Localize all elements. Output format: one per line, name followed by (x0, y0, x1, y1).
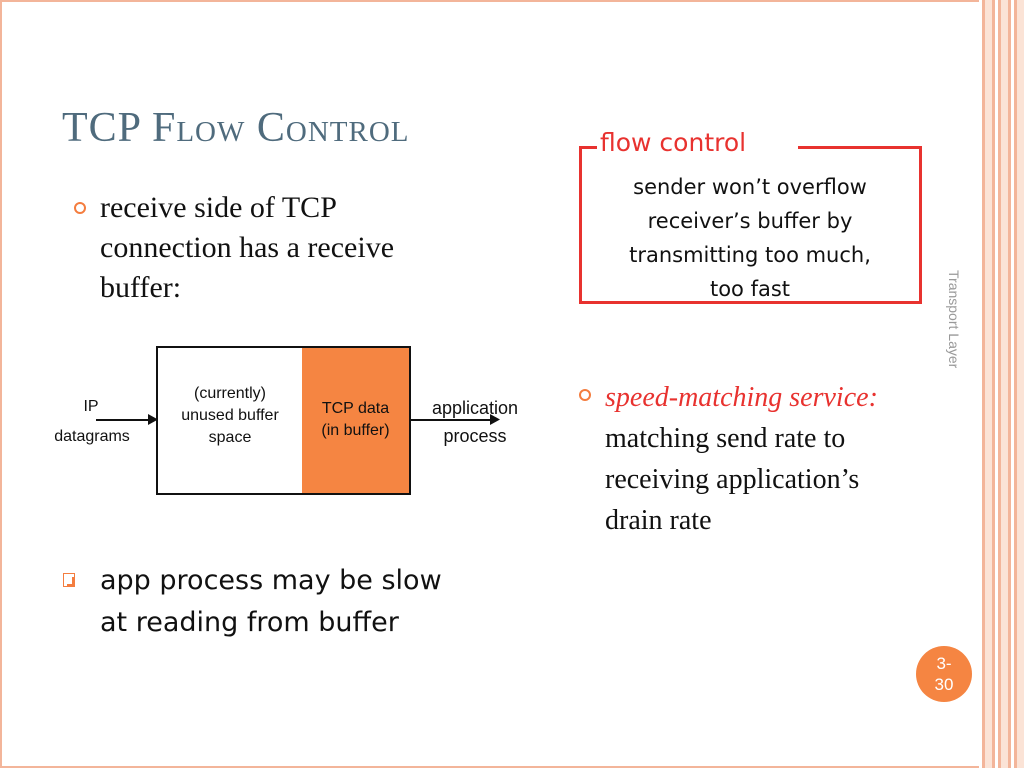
circle-bullet-icon (74, 202, 86, 214)
bullet-receive-side: receive side of TCP connection has a rec… (100, 191, 395, 304)
page-number-line: 3- (936, 654, 952, 673)
flow-control-line: receiver’s buffer by (647, 209, 853, 233)
application-process-label: application process (412, 394, 538, 450)
tcp-line: TCP data (321, 400, 390, 417)
datagrams-label: datagrams (54, 428, 130, 445)
box-border-segment (579, 146, 597, 149)
bullet-speed-matching: speed-matching service: matching send ra… (605, 377, 975, 541)
flow-control-line: sender won’t overflow (633, 175, 867, 199)
slide-title: TCP Flow Control (62, 105, 410, 151)
ip-label: IP (83, 398, 99, 415)
circle-bullet-icon (579, 389, 591, 401)
page-number-badge: 3- 30 (916, 646, 972, 702)
flow-control-box (579, 146, 922, 304)
checkbox-bullet-icon (63, 573, 75, 587)
outgoing-arrow (411, 419, 495, 421)
arrow-head-icon (490, 414, 500, 425)
speed-matching-line: receiving application’s (605, 464, 860, 495)
app-line: application (431, 398, 519, 418)
speed-matching-line: matching send rate to (605, 423, 846, 454)
unused-buffer-space: (currently) unused buffer space (158, 348, 302, 493)
bullet-app-process: app process may be slow at reading from … (100, 565, 442, 638)
arrow-head-icon (148, 414, 158, 425)
unused-line: space (208, 429, 252, 446)
flow-control-line: too fast (709, 277, 791, 301)
receive-buffer: (currently) unused buffer space TCP data… (156, 346, 411, 495)
unused-line: unused buffer (181, 407, 279, 424)
speed-matching-emphasis: speed-matching service: (605, 382, 878, 413)
slide-border (0, 0, 979, 768)
speed-matching-line: drain rate (605, 505, 712, 536)
decorative-stripes (979, 0, 1024, 768)
flow-control-title: flow control (598, 128, 749, 157)
tcp-line: (in buffer) (321, 422, 390, 439)
transport-layer-label: Transport Layer (946, 270, 962, 369)
unused-label: (currently) unused buffer space (158, 383, 302, 449)
tcp-data-label: TCP data (in buffer) (302, 398, 409, 442)
app-line: process (443, 426, 507, 446)
page-number-line: 30 (934, 675, 954, 694)
unused-line: (currently) (193, 385, 266, 402)
tcp-data-region: TCP data (in buffer) (302, 348, 409, 493)
box-border-segment (798, 146, 922, 149)
incoming-arrow (96, 419, 154, 421)
flow-control-line: transmitting too much, (629, 243, 871, 267)
flow-control-body: sender won’t overflow receiver’s buffer … (585, 170, 915, 306)
